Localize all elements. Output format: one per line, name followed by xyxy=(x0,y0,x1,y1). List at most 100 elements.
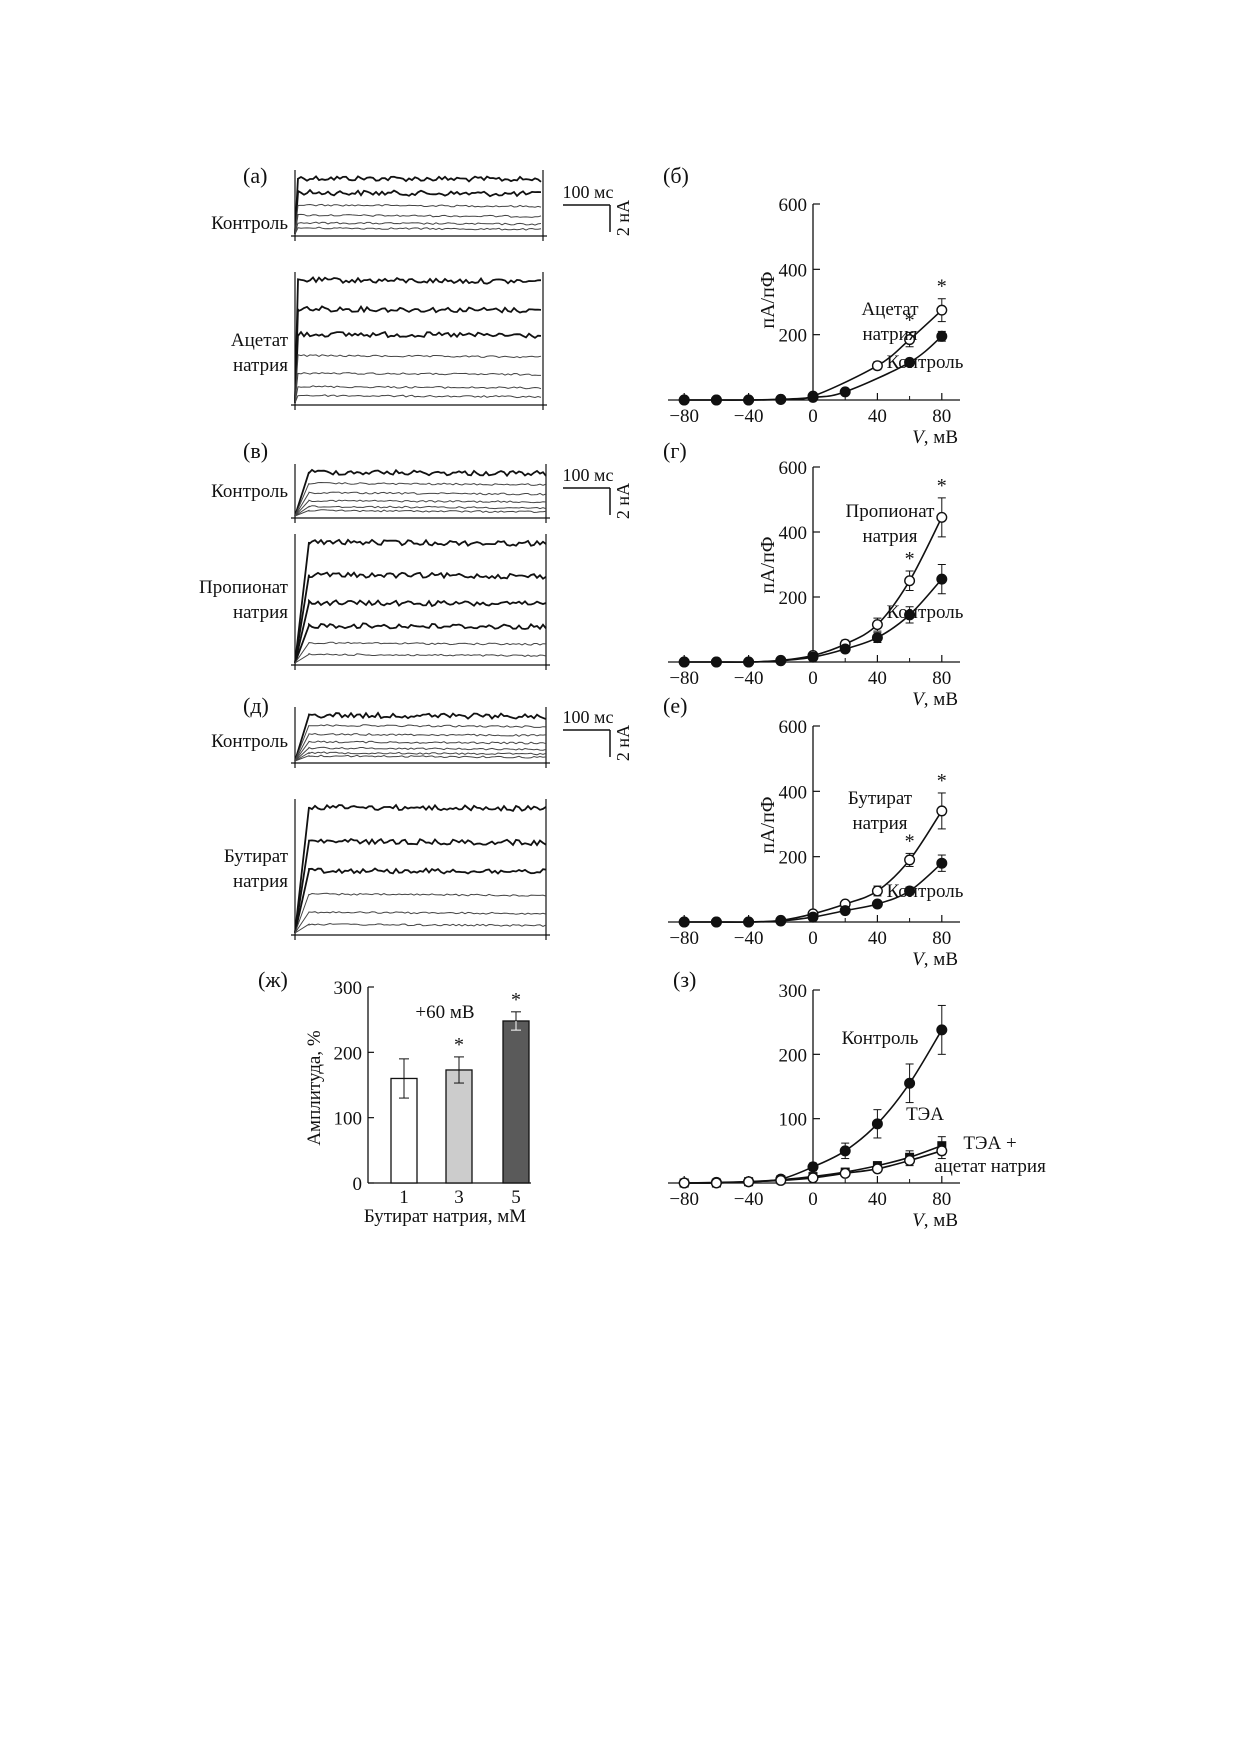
data-point xyxy=(936,857,948,869)
data-point xyxy=(775,655,787,667)
y-tick-label: 200 xyxy=(779,588,808,609)
current-trace xyxy=(294,892,547,934)
panel-letter: (д) xyxy=(243,693,269,718)
current-trace xyxy=(294,641,547,664)
x-tick-label: −40 xyxy=(734,928,764,949)
x-tick-label: 40 xyxy=(868,928,887,949)
data-point xyxy=(678,916,690,928)
data-point xyxy=(839,1145,851,1157)
trace-label: Контроль xyxy=(211,213,288,234)
current-trace xyxy=(294,276,542,404)
series-label: Контроль xyxy=(887,602,964,623)
data-point xyxy=(839,643,851,655)
x-tick-label: 40 xyxy=(868,406,887,427)
data-point xyxy=(904,885,916,897)
scale-time-label: 100 мс xyxy=(563,707,614,727)
data-point xyxy=(839,1167,851,1179)
current-trace xyxy=(294,226,542,235)
panel-letter: (б) xyxy=(663,163,689,188)
x-tick-label: 0 xyxy=(808,1189,818,1210)
x-tick-label: −40 xyxy=(734,1189,764,1210)
x-tick-label: −80 xyxy=(669,928,699,949)
x-tick-label: 0 xyxy=(808,668,818,689)
data-point xyxy=(871,1118,883,1130)
data-point xyxy=(743,1176,755,1188)
significance-star: * xyxy=(905,309,915,331)
trace-label: Ацетат xyxy=(231,330,289,351)
y-tick-label: 200 xyxy=(779,848,808,869)
x-axis-label: V, мВ xyxy=(912,689,958,710)
trace-label: Пропионат xyxy=(199,577,289,598)
current-trace xyxy=(294,394,542,404)
current-trace xyxy=(294,751,547,762)
current-trace xyxy=(294,468,547,517)
bar xyxy=(502,1020,530,1184)
y-tick-label: 400 xyxy=(779,523,808,544)
trace-row: Контроль xyxy=(211,464,550,523)
scale-time-label: 100 мс xyxy=(563,182,614,202)
data-point xyxy=(807,651,819,663)
series-label: Контроль xyxy=(887,881,964,902)
current-trace xyxy=(294,911,547,934)
data-point xyxy=(710,1177,722,1189)
x-axis-label: V, мВ xyxy=(912,427,958,448)
x-tick-label: 80 xyxy=(932,406,951,427)
data-point xyxy=(936,330,948,342)
current-trace xyxy=(294,571,547,664)
data-point xyxy=(807,911,819,923)
x-axis-label: V, мВ xyxy=(912,949,958,970)
x-tick-label: 0 xyxy=(808,406,818,427)
data-point xyxy=(904,356,916,368)
scale-current-label: 2 нА xyxy=(613,483,633,519)
data-point xyxy=(904,575,916,587)
y-tick-label: 200 xyxy=(334,1043,363,1064)
data-point xyxy=(839,386,851,398)
data-point xyxy=(807,1172,819,1184)
panel-letter: (г) xyxy=(663,438,687,463)
significance-star: * xyxy=(937,276,947,298)
x-tick-label: 80 xyxy=(932,928,951,949)
current-trace xyxy=(294,740,547,762)
series-label: ТЭА xyxy=(906,1104,944,1125)
data-point xyxy=(871,360,883,372)
current-trace xyxy=(294,922,547,934)
x-axis-label: V, мВ xyxy=(912,1210,958,1231)
current-trace xyxy=(294,754,547,762)
x-tick-label: 0 xyxy=(808,928,818,949)
trace-label: Бутират xyxy=(224,846,289,867)
y-tick-label: 100 xyxy=(334,1109,363,1130)
x-tick-label: 40 xyxy=(868,1189,887,1210)
data-point xyxy=(743,916,755,928)
data-point xyxy=(678,1177,690,1189)
panel-letter: (ж) xyxy=(258,967,288,992)
series-label: ацетат натрия xyxy=(934,1156,1046,1177)
data-point xyxy=(710,916,722,928)
series-label: натрия xyxy=(862,324,917,345)
current-trace xyxy=(294,867,547,934)
current-trace xyxy=(294,491,547,517)
series-label: Пропионат xyxy=(846,501,936,522)
current-trace xyxy=(294,481,547,517)
data-point xyxy=(871,1163,883,1175)
y-axis-label: Амплитуда, % xyxy=(304,1030,325,1146)
scale-time-label: 100 мс xyxy=(563,465,614,485)
trace-row: Контроль xyxy=(211,170,547,241)
series: ТЭА +ацетат натрия xyxy=(678,1133,1046,1189)
data-point xyxy=(936,805,948,817)
x-tick-label: 80 xyxy=(932,668,951,689)
data-point xyxy=(775,915,787,927)
significance-star: * xyxy=(937,475,947,497)
x-tick-label: 80 xyxy=(932,1189,951,1210)
y-tick-label: 300 xyxy=(334,978,363,999)
trace-row: Контроль xyxy=(211,707,550,768)
data-point xyxy=(904,1154,916,1166)
data-point xyxy=(904,1077,916,1089)
data-point xyxy=(871,632,883,644)
x-tick-label: −40 xyxy=(734,406,764,427)
x-tick-label: 5 xyxy=(511,1187,521,1208)
